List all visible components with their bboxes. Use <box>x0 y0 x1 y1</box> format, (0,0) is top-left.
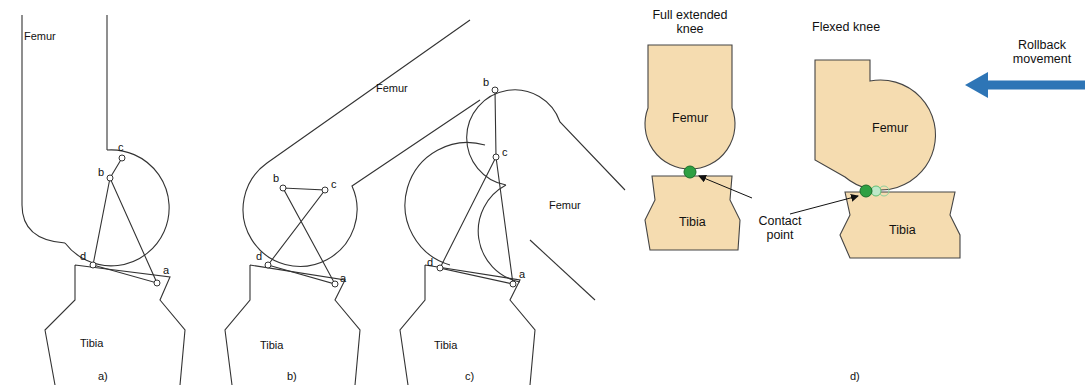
part-name: Femur <box>376 82 408 95</box>
callout-text: Rollback movement <box>1002 38 1082 67</box>
linkage <box>440 90 513 284</box>
joint-point <box>492 87 498 93</box>
point-letter: b <box>273 172 279 185</box>
panel-label: a) <box>98 370 108 383</box>
femur-outline <box>467 90 625 282</box>
tibia-outline <box>225 265 360 385</box>
leader-line <box>790 196 858 214</box>
leader-line <box>699 176 752 198</box>
panel-title: Full extended knee <box>645 8 735 37</box>
femur-shape <box>645 45 735 169</box>
point-letter: d <box>256 250 262 263</box>
part-name: Tibia <box>80 337 103 350</box>
linkage <box>268 188 335 284</box>
part-name: Femur <box>24 30 56 43</box>
point-letter: c <box>331 178 337 191</box>
point-letter: a <box>340 272 346 285</box>
joint-point <box>119 155 125 161</box>
joint-point <box>437 265 443 271</box>
part-name: Tibia <box>889 223 916 237</box>
rollback-arrowhead <box>965 72 988 98</box>
joint-point <box>265 262 271 268</box>
joint-point <box>332 281 338 287</box>
part-name: Femur <box>872 121 908 135</box>
femur-shape <box>815 60 935 190</box>
part-name: Tibia <box>679 215 706 229</box>
tibia-outline <box>400 265 535 385</box>
panel-label: c) <box>465 370 474 383</box>
point-letter: a <box>519 268 525 281</box>
joint-point <box>90 262 96 268</box>
femur-outline <box>106 15 107 150</box>
panel-title: Flexed knee <box>812 20 880 34</box>
linkage <box>93 158 157 283</box>
part-name: Tibia <box>434 339 457 352</box>
point-letter: b <box>98 166 104 179</box>
point-letter: d <box>427 256 433 269</box>
joint-point <box>510 281 516 287</box>
panel-label: d) <box>850 370 860 383</box>
panel-label: b) <box>287 370 297 383</box>
point-letter: b <box>483 76 489 89</box>
joint-point <box>154 280 160 286</box>
contact-point <box>684 166 696 178</box>
callout-text: Contact point <box>750 214 810 243</box>
femur-outline <box>530 240 595 300</box>
part-name: Femur <box>549 199 581 212</box>
joint-point <box>280 185 286 191</box>
point-letter: c <box>502 146 508 159</box>
part-name: Tibia <box>260 339 283 352</box>
joint-point <box>493 154 499 160</box>
tibia-shape <box>840 192 960 258</box>
joint-point <box>107 175 113 181</box>
joint-point <box>322 187 328 193</box>
tibia-outline <box>45 265 185 385</box>
femur-outline <box>243 20 480 266</box>
rollback-arrow <box>985 81 1085 90</box>
contact-point <box>860 185 872 197</box>
point-letter: d <box>80 250 86 263</box>
femur-outline <box>22 15 65 243</box>
part-name: Femur <box>672 111 708 125</box>
point-letter: c <box>118 141 124 154</box>
point-letter: a <box>163 264 169 277</box>
